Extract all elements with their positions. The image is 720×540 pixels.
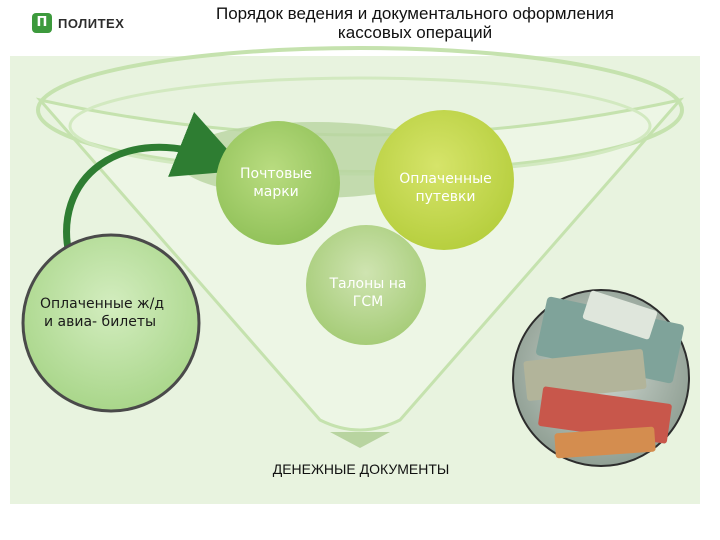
label-paid-tickets-line-1: Оплаченные ж/д <box>30 295 200 313</box>
label-paid-tickets: Оплаченные ж/д и авиа- билеты <box>30 295 200 331</box>
label-postage-stamps: Почтовые марки <box>226 165 326 201</box>
money-photo <box>513 290 689 466</box>
label-paid-tickets-line-2: и авиа- билеты <box>30 313 200 331</box>
label-monetary-documents: ДЕНЕЖНЫЕ ДОКУМЕНТЫ <box>246 461 476 477</box>
funnel-tip <box>330 432 390 448</box>
label-paid-vouchers: Оплаченные путевки <box>388 170 503 206</box>
label-fuel-coupons: Талоны на ГСМ <box>318 275 418 311</box>
